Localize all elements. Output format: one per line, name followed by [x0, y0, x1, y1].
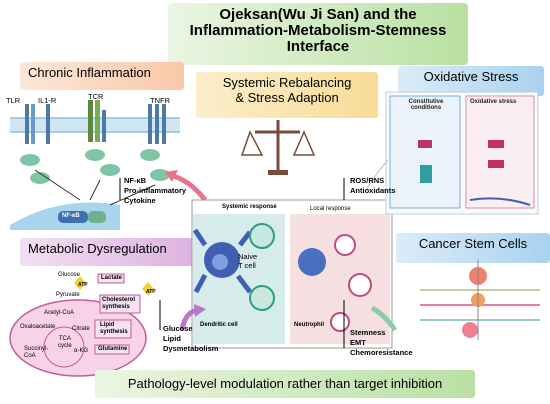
cancer-stem-cell-icon [420, 260, 540, 340]
output-emt: EMT [350, 338, 366, 347]
constitutive-label: Constitutive conditions [403, 99, 449, 111]
succinyl-line-1: Succinyl- [24, 346, 49, 352]
tnfr-receptor-icon [148, 104, 166, 144]
naive-line-1: Naive [238, 252, 258, 261]
dendritic-cell-label: Dendritic cell [200, 322, 238, 328]
output-stemness: Stemness [350, 328, 386, 337]
arrowhead-icon [165, 170, 178, 182]
constitutive-panel [389, 95, 461, 209]
glutamine-label: Glutamine [98, 346, 128, 352]
succinyl-line-2: CoA [24, 353, 36, 359]
systemic-rebalancing-header: Systemic Rebalancing & Stress Adaption [196, 72, 378, 118]
tcr-label: TCR [88, 92, 104, 101]
tca-cycle-label: TCA cycle [58, 336, 72, 350]
tlr-label: TLR [6, 96, 21, 105]
csc-outputs: Stemness EMT Chemoresistance [350, 328, 413, 358]
output-chemoresistance: Chemoresistance [350, 348, 413, 357]
glutamine-box [94, 344, 130, 355]
local-response-label: Local response [310, 206, 351, 212]
akg-label: α-KG [74, 348, 89, 354]
oxidative-outputs: ROS/RNS Antioxidants [350, 176, 395, 196]
oxidative-arrow-icon [365, 159, 389, 191]
title-line-3: Interface [286, 38, 350, 55]
constitutive-line-1: Constitutive [408, 99, 444, 105]
output-glucose: Glucose [163, 324, 193, 333]
cancer-stem-cells-header: Cancer Stem Cells [396, 233, 550, 263]
tca-line-1: TCA [58, 336, 71, 342]
lipid-synthesis-label: Lipid synthesis [100, 322, 128, 336]
tca-cycle-icon [43, 326, 85, 368]
oxaloacetate-label: Oxaloacetate [20, 324, 56, 330]
tlr-receptor-icon [25, 104, 50, 144]
tnfr-label: TNFR [150, 96, 170, 105]
output-lipid: Lipid [163, 334, 181, 343]
tca-line-2: cycle [58, 343, 72, 349]
lactate-box [97, 273, 125, 284]
lipid-synthesis-box [94, 319, 132, 339]
output-proinflammatory: Pro-inflammatory [124, 186, 187, 195]
nfkb-nucleus-icon [58, 211, 106, 223]
inflammation-outputs: NF-κB Pro-inflammatory Cytokine [124, 176, 186, 206]
title-banner: Ojeksan(Wu Ji San) and the Inflammation-… [168, 3, 468, 65]
output-nfkb: NF-κB [124, 176, 147, 185]
output-dysmetabolism: Dysmetabolism [163, 344, 219, 353]
chronic-inflammation-header: Chronic Inflammation [20, 62, 184, 90]
cholesterol-box [99, 294, 141, 314]
systemic-line-2: & Stress Adaption [235, 90, 339, 105]
systemic-response-label: Systemic response [222, 204, 277, 210]
cholesterol-line-1: Cholesterol [102, 297, 136, 303]
naive-t-cell-label: Naive T cell [238, 252, 257, 270]
atp-label-1: ATP [78, 282, 88, 288]
title-line-2: Inflammation-Metabolism-Stemness [189, 22, 447, 39]
output-cytokine: Cytokine [124, 196, 156, 205]
cholesterol-line-2: synthesis [102, 304, 130, 310]
lactate-label: Lactate [101, 275, 123, 281]
dendritic-cell-icon [192, 228, 252, 294]
lipid-line-2: synthesis [100, 329, 128, 335]
title-line-1: Ojeksan(Wu Ji San) and the [219, 6, 417, 23]
oxidative-pathway-icon [418, 140, 531, 206]
cholesterol-label: Cholesterol synthesis [102, 297, 135, 311]
nfkb-nucleus-label: NF-κB [62, 213, 80, 219]
naive-t-cell-icon [249, 223, 275, 311]
arrowhead-icon [194, 304, 206, 317]
footer-banner: Pathology-level modulation rather than t… [95, 370, 475, 398]
signaling-nodes-icon [20, 149, 170, 206]
constitutive-line-2: conditions [410, 105, 442, 111]
naive-line-2: T cell [238, 261, 256, 270]
pyruvate-label: Pyruvate [56, 292, 80, 298]
oxidative-stress-panel-label: Oxidative stress [470, 99, 517, 105]
neutrophil-label: Neutrophil [294, 322, 324, 328]
atp-burst-icon [74, 276, 154, 296]
tcr-receptor-icon [88, 100, 106, 142]
glucose-label: Glucose [58, 272, 81, 278]
metabolic-dysregulation-header: Metabolic Dysregulation [20, 238, 196, 266]
atp-label-2: ATP [146, 289, 156, 295]
output-ros: ROS/RNS [350, 176, 385, 185]
citrate-label: Citrate [72, 326, 90, 332]
lipid-line-1: Lipid [100, 322, 115, 328]
metabolic-outputs: Glucose Lipid Dysmetabolism [163, 324, 218, 354]
balance-scale-icon [240, 120, 316, 175]
csc-arrow-icon [370, 305, 398, 332]
il1r-label: IL1-R [38, 96, 57, 105]
oxidative-stress-panel [465, 95, 535, 209]
oxidative-stress-header: Oxidative Stress [398, 66, 544, 96]
output-antioxidants: Antioxidants [350, 186, 396, 195]
mitochondrion-icon [9, 299, 147, 377]
systemic-line-1: Systemic Rebalancing [222, 75, 352, 90]
succinyl-coa-label: Succinyl- CoA [24, 346, 48, 360]
acetyl-coa-label: Acetyl-CoA [44, 310, 75, 316]
